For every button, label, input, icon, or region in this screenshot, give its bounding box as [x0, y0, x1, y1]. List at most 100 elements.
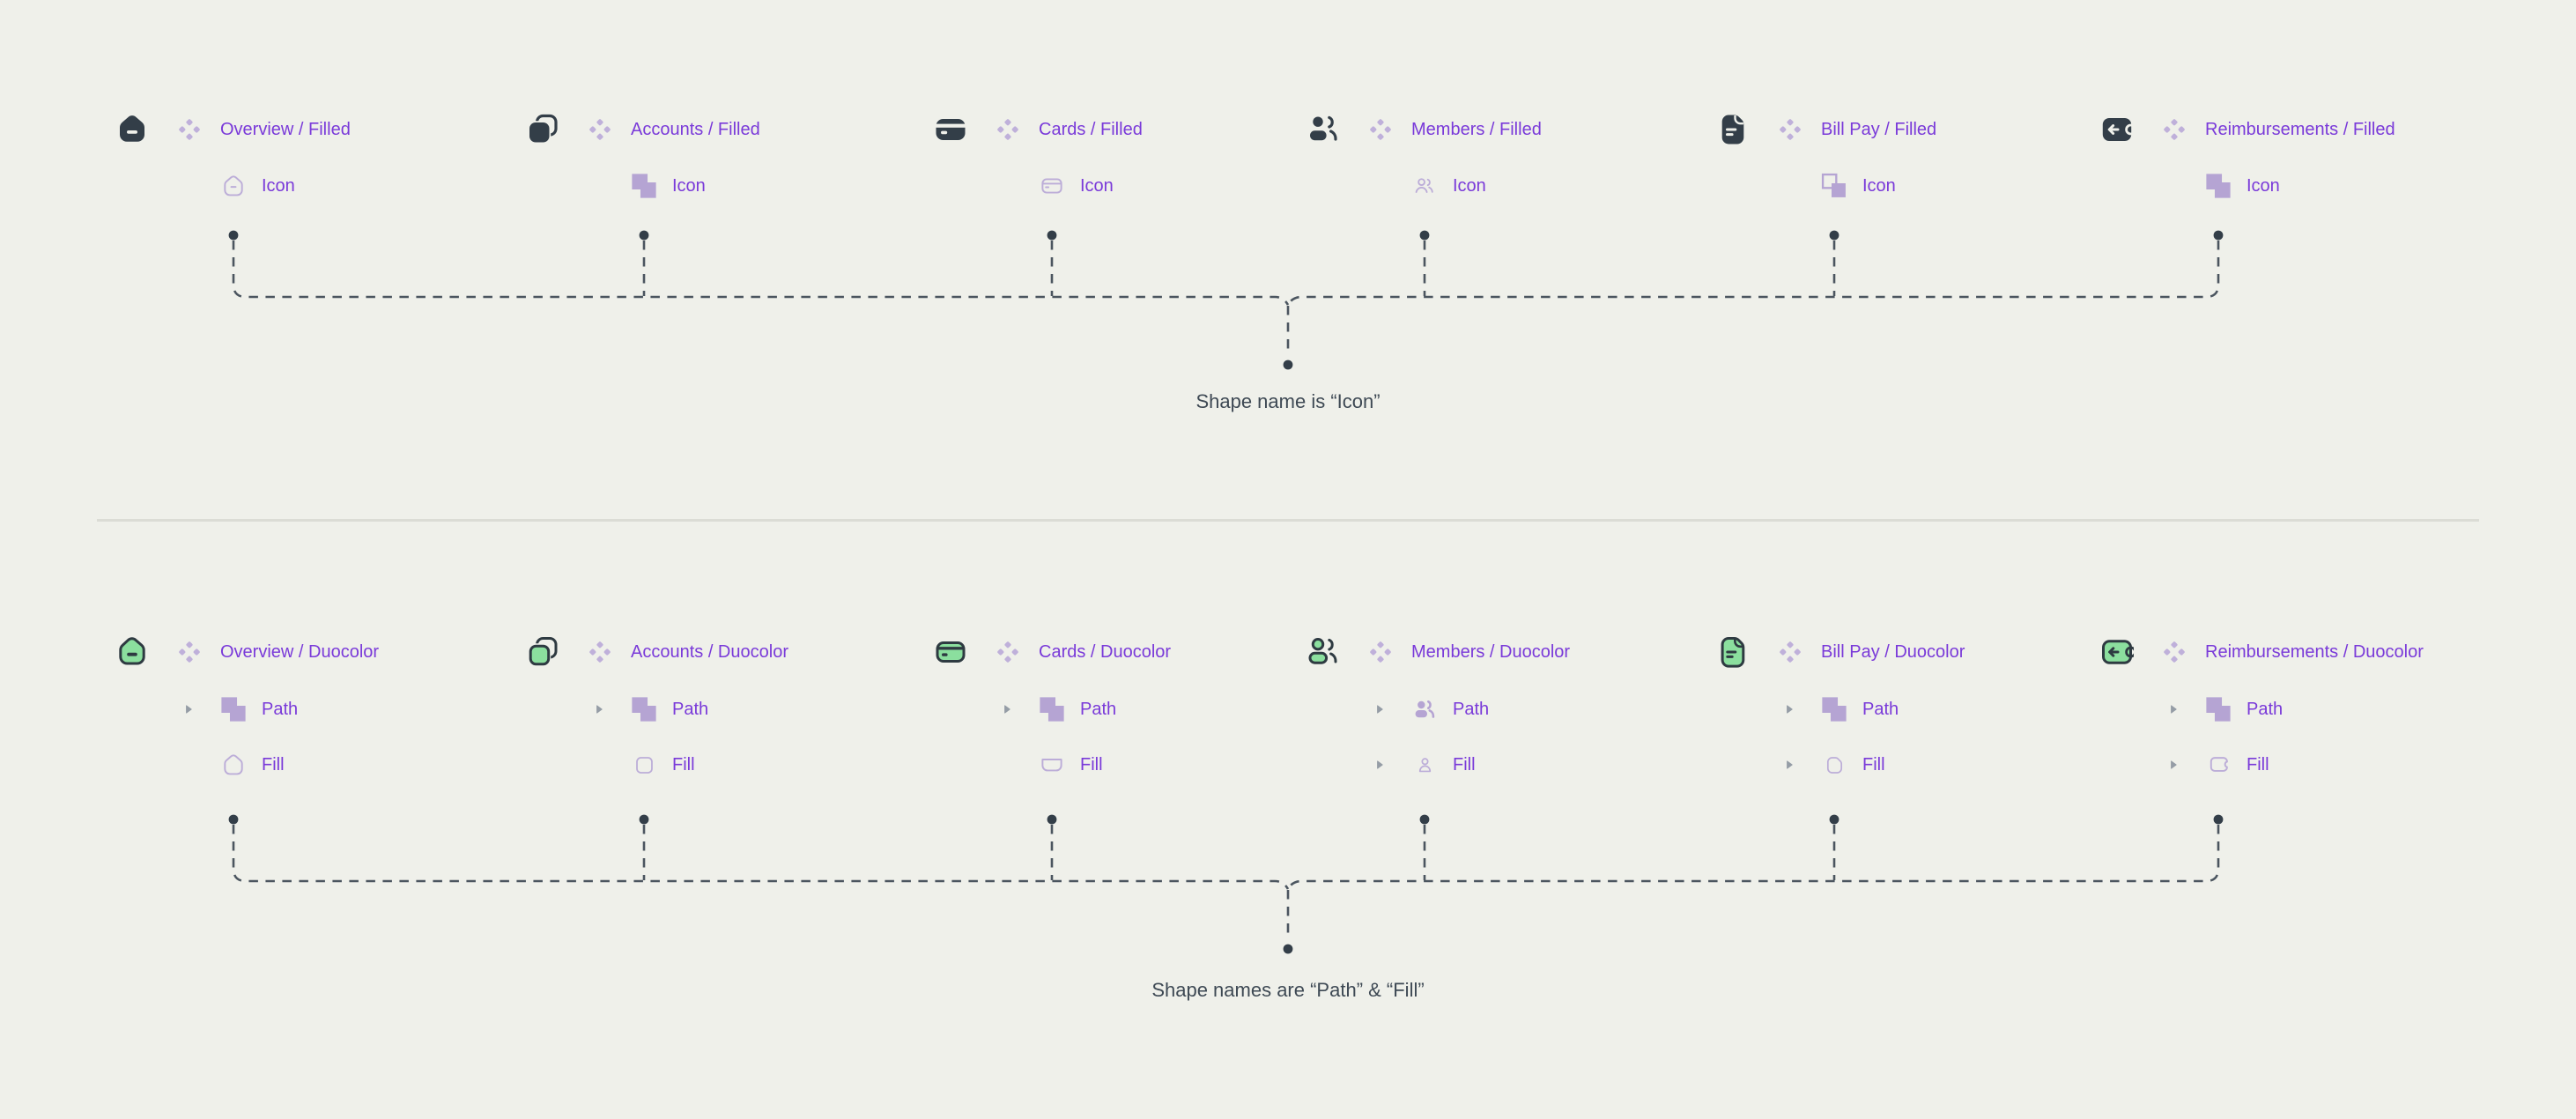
- component-group: Bill Pay / Duocolor Path Fill: [1716, 635, 2095, 847]
- caption-filled: Shape name is “Icon”: [1195, 390, 1381, 412]
- component-group: Members / Duocolor Path Fill: [1307, 635, 1685, 847]
- component-diamond-icon: [996, 641, 1019, 663]
- layer-name-label: Fill: [1080, 755, 1103, 774]
- people-icon: [1307, 113, 1340, 146]
- union-shape-icon: [1039, 696, 1065, 723]
- stacked-squares-icon: [526, 113, 559, 146]
- section-divider: [97, 519, 2479, 522]
- overview-shield-icon: [115, 113, 149, 146]
- component-name-label[interactable]: Bill Pay / Duocolor: [1821, 642, 1965, 662]
- expand-chevron-icon[interactable]: [183, 704, 194, 715]
- component-diamond-icon: [588, 118, 611, 141]
- layer-row[interactable]: Fill: [526, 752, 905, 778]
- pentagon-outline-icon: [220, 752, 247, 778]
- union-shape-icon: [220, 696, 247, 723]
- union-shape-icon: [1821, 696, 1847, 723]
- layer-row[interactable]: Fill: [1307, 752, 1685, 778]
- layer-row[interactable]: Icon: [115, 173, 494, 199]
- layer-name-label: Path: [1080, 700, 1117, 719]
- layer-row[interactable]: Path: [2100, 696, 2479, 723]
- component-diamond-icon: [1779, 641, 1802, 663]
- component-name-label[interactable]: Accounts / Filled: [631, 120, 760, 139]
- layer-row[interactable]: Fill: [1716, 752, 2095, 778]
- tray-outline-icon: [1039, 752, 1065, 778]
- wallet-outline-icon: [2205, 752, 2232, 778]
- layer-name-label: Path: [1862, 700, 1899, 719]
- component-group: Overview / Filled Icon: [115, 113, 494, 324]
- layer-name-label: Icon: [672, 176, 706, 196]
- component-name-label[interactable]: Cards / Filled: [1039, 120, 1143, 139]
- layer-name-label: Fill: [2247, 755, 2269, 774]
- component-diamond-icon: [2163, 118, 2186, 141]
- file-outline-icon: [1821, 752, 1847, 778]
- layer-name-label: Icon: [262, 176, 295, 196]
- component-name-label[interactable]: Overview / Filled: [220, 120, 351, 139]
- expand-chevron-icon[interactable]: [1784, 760, 1795, 770]
- wallet-arrow-icon: [2100, 635, 2134, 669]
- layer-row[interactable]: Path: [1716, 696, 2095, 723]
- union-shape-icon: [631, 696, 657, 723]
- document-icon: [1716, 113, 1750, 146]
- layer-row[interactable]: Icon: [2100, 173, 2479, 199]
- credit-card-icon: [934, 635, 967, 669]
- people-icon: [1307, 635, 1340, 669]
- layer-name-label: Fill: [672, 755, 695, 774]
- credit-card-icon: [934, 113, 967, 146]
- component-diamond-icon: [1369, 118, 1392, 141]
- component-name-label[interactable]: Reimbursements / Duocolor: [2205, 642, 2424, 662]
- layer-shape-icon: [220, 173, 247, 199]
- component-name-label[interactable]: Cards / Duocolor: [1039, 642, 1172, 662]
- component-diamond-icon: [178, 118, 201, 141]
- expand-chevron-icon[interactable]: [594, 704, 604, 715]
- card-outline-icon: [1039, 173, 1065, 199]
- layer-row[interactable]: Fill: [115, 752, 494, 778]
- component-group: Accounts / Filled Icon: [526, 113, 905, 324]
- layer-row[interactable]: Fill: [934, 752, 1313, 778]
- overview-shield-icon: [115, 635, 149, 669]
- layer-name-label: Icon: [1862, 176, 1896, 196]
- component-group: Accounts / Duocolor Path Fill: [526, 635, 905, 847]
- component-diamond-icon: [588, 641, 611, 663]
- expand-chevron-icon[interactable]: [2168, 760, 2179, 770]
- component-group: Cards / Duocolor Path Fill: [934, 635, 1313, 847]
- wallet-arrow-icon: [2100, 113, 2134, 146]
- component-diamond-icon: [1779, 118, 1802, 141]
- expand-chevron-icon[interactable]: [2168, 704, 2179, 715]
- expand-chevron-icon[interactable]: [1002, 704, 1012, 715]
- layer-name-label: Icon: [2247, 176, 2280, 196]
- component-group: Overview / Duocolor Path Fill: [115, 635, 494, 847]
- layer-row[interactable]: Path: [115, 696, 494, 723]
- layer-row[interactable]: Path: [1307, 696, 1685, 723]
- component-group: Cards / Filled Icon: [934, 113, 1313, 324]
- layer-row[interactable]: Icon: [1307, 173, 1685, 199]
- expand-chevron-icon[interactable]: [1784, 704, 1795, 715]
- component-name-label[interactable]: Members / Duocolor: [1411, 642, 1571, 662]
- layer-row[interactable]: Icon: [934, 173, 1313, 199]
- layer-row[interactable]: Path: [934, 696, 1313, 723]
- layer-row[interactable]: Icon: [526, 173, 905, 199]
- component-group: Bill Pay / Filled Icon: [1716, 113, 2095, 324]
- expand-chevron-icon[interactable]: [1374, 760, 1385, 770]
- expand-chevron-icon[interactable]: [1374, 704, 1385, 715]
- stacked-squares-icon: [526, 635, 559, 669]
- component-group: Reimbursements / Duocolor Path Fill: [2100, 635, 2479, 847]
- layer-row[interactable]: Fill: [2100, 752, 2479, 778]
- union-shape-icon: [631, 173, 657, 199]
- component-diamond-icon: [2163, 641, 2186, 663]
- component-name-label[interactable]: Accounts / Duocolor: [631, 642, 788, 662]
- caption-duocolor: Shape names are “Path” & “Fill”: [1151, 979, 1425, 1001]
- component-diamond-icon: [996, 118, 1019, 141]
- layer-name-label: Icon: [1080, 176, 1114, 196]
- layer-row[interactable]: Icon: [1716, 173, 2095, 199]
- rounded-square-outline-icon: [631, 752, 657, 778]
- component-name-label[interactable]: Overview / Duocolor: [220, 642, 380, 662]
- component-diamond-icon: [178, 641, 201, 663]
- component-group: Reimbursements / Filled Icon: [2100, 113, 2479, 324]
- people-outline-icon: [1411, 173, 1438, 199]
- layer-row[interactable]: Path: [526, 696, 905, 723]
- union-shape-icon: [2205, 696, 2232, 723]
- component-name-label[interactable]: Bill Pay / Filled: [1821, 120, 1937, 139]
- component-name-label[interactable]: Members / Filled: [1411, 120, 1542, 139]
- component-name-label[interactable]: Reimbursements / Filled: [2205, 120, 2395, 139]
- component-group: Members / Filled Icon: [1307, 113, 1685, 324]
